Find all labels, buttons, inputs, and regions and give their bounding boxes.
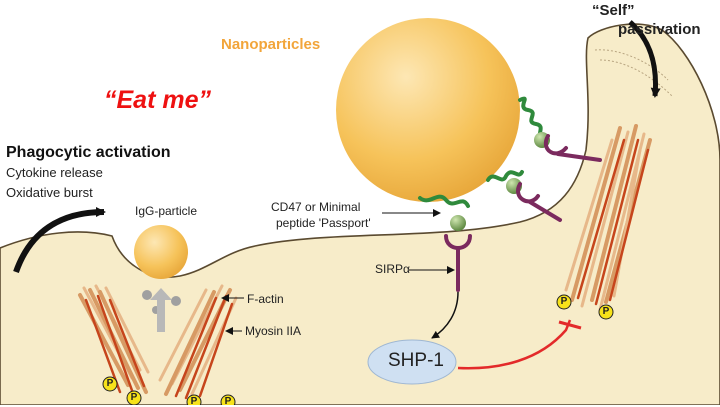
cd47-bead	[450, 215, 466, 231]
actin-bundle-center	[158, 284, 238, 400]
f-actin-label: F-actin	[247, 292, 284, 306]
phagocytic-activation-label: Phagocytic activation	[6, 144, 171, 161]
phospho-circle	[598, 304, 614, 320]
leader-lines	[221, 209, 455, 335]
eat-me-label: “Eat me”	[104, 86, 211, 114]
pseudopod-edge-line	[599, 59, 673, 97]
phospho-circle	[102, 376, 118, 392]
phospho-label: P	[106, 378, 114, 389]
uptake-arrow	[150, 288, 172, 332]
passivation-label: passivation	[618, 21, 701, 38]
oxidative-burst-label: Oxidative burst	[6, 185, 93, 200]
phospho-label: P	[602, 306, 610, 317]
phospho-circle	[126, 390, 142, 405]
cd47-label-line2: peptide 'Passport'	[276, 216, 371, 230]
shp1-label: SHP-1	[388, 350, 444, 371]
inhibition-line	[457, 319, 572, 370]
macrophage-cell	[0, 23, 720, 405]
activation-arrow	[13, 207, 106, 273]
nanoparticle	[336, 18, 520, 202]
signal-arrow	[431, 291, 459, 339]
pseudopod-edge-line	[594, 49, 669, 81]
igg-particle-label: IgG-particle	[135, 204, 198, 218]
actin-bundle-right	[564, 124, 652, 312]
cd47-coil	[418, 96, 544, 208]
phospho-circle	[186, 394, 202, 405]
phospho-label: P	[560, 296, 568, 307]
nanoparticles-label: Nanoparticles	[221, 36, 321, 53]
shp1-node	[367, 339, 457, 385]
phospho-label: P	[190, 396, 198, 407]
sirpa-label: SIRPα	[375, 262, 410, 276]
phospho-marks	[102, 294, 614, 405]
inhibition-bar	[558, 320, 582, 330]
actin-bundle-left	[78, 284, 150, 398]
phospho-label: P	[224, 396, 232, 407]
cd47-label-line1: CD47 or Minimal	[271, 200, 361, 214]
phospho-label: P	[130, 392, 138, 403]
self-label: “Self”	[592, 2, 635, 19]
phospho-circle	[556, 294, 572, 310]
sirpa-receptor	[444, 134, 602, 292]
passivation-arrow	[628, 20, 661, 98]
cytokine-release-label: Cytokine release	[6, 165, 103, 180]
myosin-label: Myosin IIA	[245, 324, 302, 338]
igg-particle	[134, 225, 188, 279]
phospho-circle	[220, 394, 236, 405]
